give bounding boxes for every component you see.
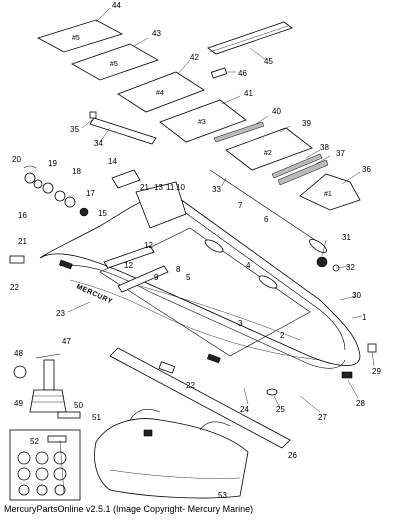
callout-23: 23 [56,309,65,318]
callout-13: 13 [154,183,163,192]
callout-44: 44 [112,1,121,10]
callout-21a: 21 [140,183,149,192]
callout-46: 46 [238,69,247,78]
rub-strip-26 [109,347,291,449]
callout-26: 26 [288,451,297,460]
callout-28: 28 [356,399,365,408]
callout-37: 37 [336,149,345,158]
foot-pump [13,353,81,419]
callout-21b: 21 [18,237,27,246]
callout-4: 4 [246,261,251,270]
stringer-40 [213,121,265,143]
callout-2: 2 [280,331,285,340]
copyright-footer: MercuryPartsOnline v2.5.1 (Image Copyrig… [4,504,254,514]
callout-8: 8 [176,265,181,274]
floor-board-42-label: #4 [156,90,164,97]
callout-5: 5 [186,273,191,282]
floor-board-44: #5 [36,19,124,53]
inflatable-boat-hull: MERCURY [39,181,377,396]
stringer-38 [271,153,323,179]
callout-33: 33 [212,185,221,194]
side-rail-45 [207,21,293,55]
floor-board-39: #2 [225,127,313,171]
handle-22-left [9,255,25,264]
callout-19: 19 [48,159,57,168]
callout-27: 27 [318,413,327,422]
callout-52: 52 [30,437,39,446]
callout-numbers: 1 2 3 4 5 6 7 8 9 10 11 12 12 13 14 15 1… [10,1,381,500]
callout-40: 40 [272,107,281,116]
transom-plate-36: #1 [299,173,361,211]
end-cap-35 [89,111,97,119]
callout-34: 34 [94,139,103,148]
callout-16: 16 [18,211,27,220]
callout-9: 9 [154,273,159,282]
callout-24: 24 [240,405,249,414]
leader-lines [59,7,375,495]
callout-49: 49 [14,399,23,408]
callout-39: 39 [302,119,311,128]
callout-29: 29 [372,367,381,376]
callout-36: 36 [362,165,371,174]
pouch-14 [111,169,141,189]
callout-12a: 12 [144,241,153,250]
floor-board-41-label: #3 [198,119,206,126]
brand-label: MERCURY [75,283,113,305]
handle-22-right [158,361,176,374]
callout-30: 30 [352,291,361,300]
callout-6: 6 [264,215,269,224]
floor-board-42: #4 [117,71,205,113]
callout-3: 3 [238,319,243,328]
stringer-37 [277,159,329,186]
callout-7: 7 [238,201,243,210]
oar-33 [209,169,327,254]
floor-board-44-label: #5 [72,35,80,42]
clip-46 [210,67,228,79]
callout-43: 43 [152,29,161,38]
callout-38: 38 [320,143,329,152]
valve-assembly [23,165,89,217]
callout-47: 47 [62,337,71,346]
callout-51: 51 [92,413,101,422]
callout-45: 45 [264,57,273,66]
floor-board-43: #5 [71,43,159,81]
callout-20: 20 [12,155,21,164]
callout-32: 32 [346,263,355,272]
storage-bag-53 [94,409,249,499]
callout-10: 10 [176,183,185,192]
callout-22b: 22 [186,381,195,390]
callout-17: 17 [86,189,95,198]
callout-31: 31 [342,233,351,242]
callout-48: 48 [14,349,23,358]
repair-kit [9,429,81,501]
callout-25: 25 [276,405,285,414]
callout-14: 14 [108,157,117,166]
callout-35: 35 [70,125,79,134]
callout-18: 18 [72,167,81,176]
callout-1: 1 [362,313,367,322]
callout-11: 11 [166,183,175,192]
callout-15: 15 [98,209,107,218]
floor-board-41: #3 [159,99,247,143]
callout-53: 53 [218,491,227,500]
floor-board-43-label: #5 [110,61,118,68]
keel-strip-34 [89,117,157,145]
callout-22a: 22 [10,283,19,292]
callout-42: 42 [190,53,199,62]
floor-board-39-label: #2 [264,150,272,157]
callout-41: 41 [244,89,253,98]
callout-12b: 12 [124,261,133,270]
transom-plate-label: #1 [324,191,332,198]
callout-50: 50 [74,401,83,410]
